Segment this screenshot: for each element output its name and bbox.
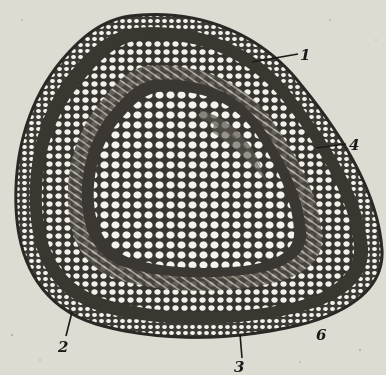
callout-label-2: 2 [57, 338, 68, 356]
callout-label-6: 6 [316, 326, 327, 344]
callout-label-1: 1 [300, 46, 310, 64]
leader-line-2 [66, 312, 72, 336]
callout-label-3: 3 [234, 358, 244, 375]
callout-label-4: 4 [349, 136, 359, 154]
leader-line-3 [240, 334, 242, 358]
